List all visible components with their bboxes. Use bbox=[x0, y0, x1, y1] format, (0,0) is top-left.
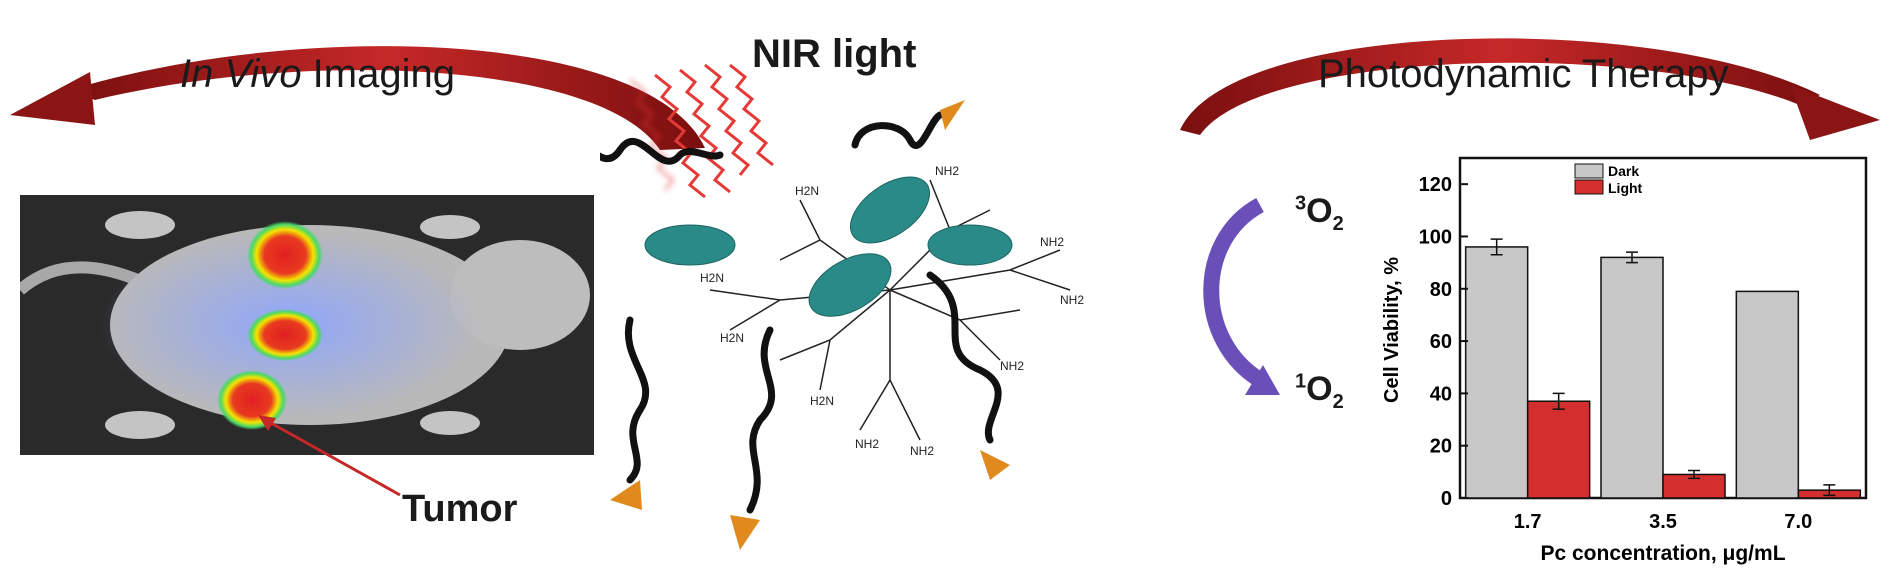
peg-chains bbox=[600, 111, 1002, 514]
mouse-head bbox=[450, 240, 590, 350]
legend-label-dark: Dark bbox=[1608, 163, 1639, 179]
bar-dark-1.7 bbox=[1464, 246, 1529, 499]
y-tick-label: 0 bbox=[1441, 488, 1452, 510]
svg-text:H2N: H2N bbox=[700, 271, 724, 285]
nanoparticle-diagram: H2N H2N NH2 NH2 NH2 NH2 H2N H2N NH2 NH2 bbox=[600, 63, 1084, 550]
svg-text:NH2: NH2 bbox=[1040, 235, 1064, 249]
error-bar bbox=[1490, 238, 1503, 256]
nir-light-rays bbox=[629, 63, 774, 199]
in-vivo-image bbox=[20, 195, 594, 455]
cell-viability-chart: 0 20 40 60 80 100 120 1.7 3.5 7.0 Cell Viability… bbox=[1381, 156, 1868, 565]
cone-icon bbox=[980, 450, 1010, 480]
bar-dark-3.5 bbox=[1600, 256, 1664, 499]
targeting-cones bbox=[610, 100, 1010, 550]
mouse-paw bbox=[105, 211, 175, 239]
right-curved-arrow bbox=[1180, 38, 1820, 135]
svg-text:H2N: H2N bbox=[795, 184, 819, 198]
error-bar bbox=[1688, 469, 1700, 480]
oxygen-cycle bbox=[1203, 197, 1280, 395]
singlet-oxygen-label: 1O2 bbox=[1295, 370, 1344, 413]
y-tick-label: 20 bbox=[1430, 436, 1452, 458]
left-arrowhead-icon bbox=[10, 72, 95, 125]
y-tick-label: 120 bbox=[1419, 174, 1452, 196]
amine-labels: H2N H2N NH2 NH2 NH2 NH2 H2N H2N NH2 NH2 bbox=[700, 164, 1084, 458]
error-bar bbox=[1552, 392, 1565, 410]
right-arrowhead-icon bbox=[1790, 85, 1880, 140]
svg-text:NH2: NH2 bbox=[1060, 293, 1084, 307]
purple-curved-arrow bbox=[1203, 197, 1265, 387]
left-curved-arrow bbox=[70, 46, 705, 150]
svg-text:H2N: H2N bbox=[720, 331, 744, 345]
y-tick-label: 80 bbox=[1430, 279, 1452, 301]
cone-icon bbox=[940, 100, 965, 130]
bar-light-1.7 bbox=[1526, 400, 1591, 499]
cone-icon bbox=[730, 515, 760, 550]
chart-legend: Dark Light bbox=[1574, 163, 1643, 196]
hotspot-lower bbox=[247, 309, 323, 361]
svg-text:NH2: NH2 bbox=[910, 444, 934, 458]
legend-swatch-light bbox=[1574, 179, 1604, 195]
nir-light-label: NIR light bbox=[752, 32, 917, 76]
svg-text:NH2: NH2 bbox=[935, 164, 959, 178]
legend-swatch-dark bbox=[1574, 163, 1604, 179]
error-bar bbox=[1626, 251, 1638, 264]
hotspot-upper bbox=[247, 221, 323, 289]
mouse-illustration bbox=[20, 211, 590, 439]
svg-text:H2N: H2N bbox=[810, 394, 834, 408]
tumor-hotspot bbox=[217, 370, 287, 430]
x-axis-label: Pc concentration, μg/mL bbox=[1540, 542, 1785, 565]
legend-label-light: Light bbox=[1608, 180, 1643, 196]
y-axis-label: Cell Viability, % bbox=[1381, 257, 1403, 403]
in-vivo-imaging-title: In Vivo Imaging bbox=[180, 52, 455, 96]
photodynamic-therapy-title: Photodynamic Therapy bbox=[1318, 52, 1729, 96]
y-tick-label: 40 bbox=[1430, 383, 1452, 405]
bar-dark-7.0 bbox=[1735, 290, 1800, 499]
phthalocyanine-ellipses bbox=[644, 176, 1013, 317]
mouse-paw bbox=[420, 215, 480, 239]
x-tick-label: 1.7 bbox=[1514, 511, 1542, 533]
x-tick-label: 7.0 bbox=[1784, 511, 1812, 533]
mouse-paw bbox=[420, 411, 480, 435]
y-tick-label: 60 bbox=[1430, 331, 1452, 353]
cone-icon bbox=[610, 480, 642, 510]
tumor-arrowhead-icon bbox=[258, 415, 276, 431]
svg-text:NH2: NH2 bbox=[855, 437, 879, 451]
dendrimer-branches bbox=[709, 179, 1071, 441]
tumor-label: Tumor bbox=[402, 488, 518, 530]
mouse-paw bbox=[105, 411, 175, 439]
error-bar bbox=[1823, 484, 1836, 497]
triplet-oxygen-label: 3O2 bbox=[1295, 192, 1344, 235]
x-tick-label: 3.5 bbox=[1649, 511, 1677, 533]
purple-arrowhead-icon bbox=[1245, 365, 1280, 395]
svg-text:NH2: NH2 bbox=[1000, 359, 1024, 373]
y-tick-label: 100 bbox=[1419, 226, 1452, 248]
